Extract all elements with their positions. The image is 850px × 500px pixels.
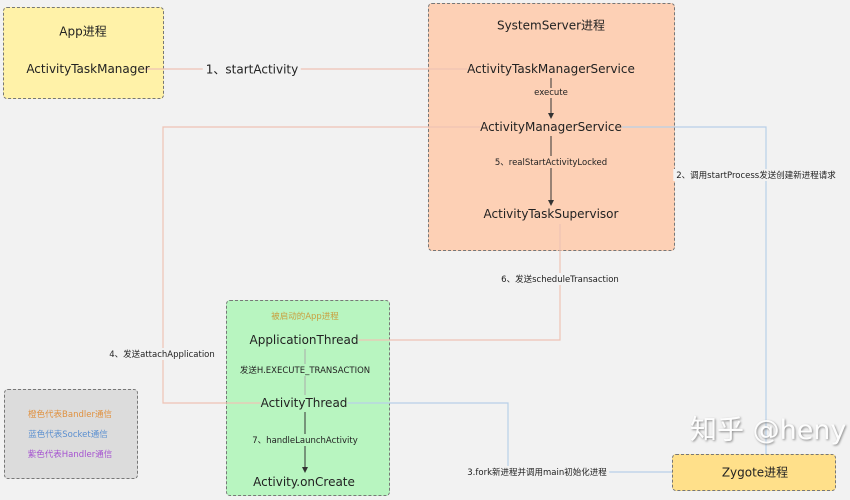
app-process-box — [3, 7, 164, 99]
edge-start-process — [612, 126, 767, 454]
label-start-activity: 1、startActivity — [202, 60, 302, 78]
edge-schedule-transaction — [354, 224, 561, 341]
label-schedule-transaction: 6、发送scheduleTransaction — [498, 273, 622, 285]
app-process-title: App进程 — [59, 24, 107, 39]
node-atms: ActivityTaskManagerService — [467, 62, 635, 76]
legend-socket: 蓝色代表Socket通信 — [28, 430, 108, 440]
node-activity-oncreate: Activity.onCreate — [253, 475, 355, 489]
label-real-start: 5、realStartActivityLocked — [494, 156, 608, 168]
node-ams: ActivityManagerService — [480, 120, 622, 134]
label-execute: execute — [534, 88, 568, 98]
edge-attach-application — [162, 126, 488, 404]
launched-app-title: 被启动的App进程 — [271, 312, 339, 322]
node-application-thread: ApplicationThread — [249, 333, 359, 347]
legend-handler: 紫色代表Handler通信 — [27, 450, 113, 460]
node-activity-task-manager: ActivityTaskManager — [26, 62, 150, 76]
label-attach-application: 4、发送attachApplication — [106, 348, 218, 360]
zygote-title: Zygote进程 — [721, 465, 789, 480]
legend-binder: 橙色代表Bandler通信 — [28, 410, 112, 420]
node-ats: ActivityTaskSupervisor — [483, 207, 619, 221]
label-handle-launch: 7、handleLaunchActivity — [252, 434, 358, 446]
edge-fork — [343, 402, 672, 473]
label-start-process: 2、调用startProcess发送创建新进程请求 — [673, 169, 839, 181]
watermark: 知乎 @heny — [690, 415, 847, 446]
label-h-execute: 发送H.EXECUTE_TRANSACTION — [239, 364, 371, 376]
label-fork: 3.fork新进程并调用main初始化进程 — [464, 466, 610, 478]
node-activity-thread: ActivityThread — [260, 396, 348, 410]
legend-box — [4, 389, 138, 479]
system-server-title: SystemServer进程 — [496, 18, 606, 33]
zygote-box — [672, 454, 836, 491]
